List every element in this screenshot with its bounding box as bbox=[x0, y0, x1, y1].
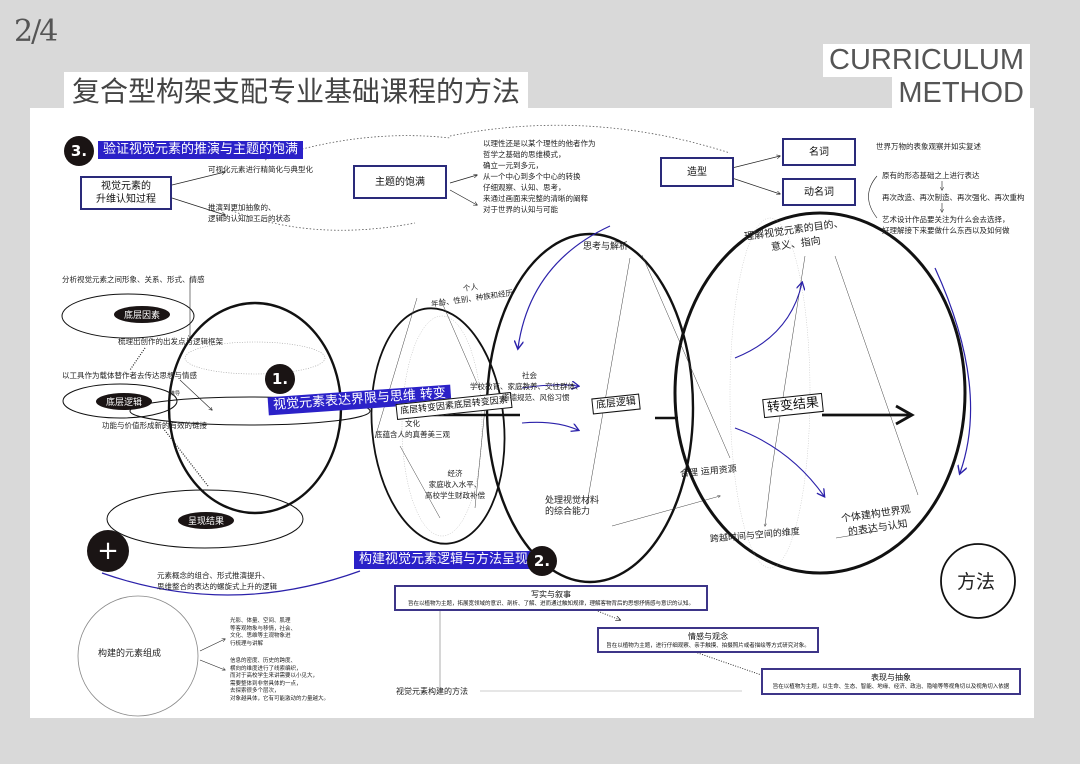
emotion-title: 情感与观念 bbox=[688, 632, 728, 641]
realism-box: 写实与叙事 旨在以植物为主题，拓展宽领域的意识、剖析、了解、进而通过触知规律，理… bbox=[394, 585, 708, 611]
blue-curve-arrow-left bbox=[518, 225, 611, 348]
method-circle bbox=[940, 543, 1016, 619]
shape-box: 造型 bbox=[660, 157, 734, 187]
theme-box: 主题的饱满 bbox=[353, 165, 447, 199]
method-circle-label: 方法 bbox=[957, 571, 996, 593]
tool-text: 以工具作为载体替作者去传达思想与情感 bbox=[62, 371, 197, 380]
section-3-number: 3. bbox=[64, 136, 94, 166]
section-2-label: 构建视觉元素逻辑与方法呈现 bbox=[354, 551, 534, 569]
abstraction-title: 表现与抽象 bbox=[871, 673, 911, 682]
section3-branch1: 可视化元素进行精简化与典型化 bbox=[208, 165, 313, 174]
base-logic-pill: 底层逻辑 bbox=[96, 393, 153, 410]
presentation-pill: 呈现结果 bbox=[178, 512, 235, 529]
method-text: 视觉元素构建的方法 bbox=[396, 687, 468, 696]
branch2-line1: 推演到更加抽象的、 bbox=[208, 203, 276, 212]
verbnoun-step2: 再次改造、再次制造、再次强化、再次重构 bbox=[882, 193, 1025, 202]
base-factor-result: 梳理出创作的出发点与逻辑框架 bbox=[118, 337, 223, 346]
elements-branch1: 光影、体量、空间、肌理等客观物象与移情，社会、文化、思维等主观物象进行梳理与讲解 bbox=[230, 618, 297, 647]
process-box-line2: 升维认知过程 bbox=[96, 194, 156, 205]
abstraction-desc: 旨在以植物为主题，以生命、生态、智能、地缘、经济、政治、隐喻等等视角切以及视角切… bbox=[772, 684, 1010, 690]
noun-box: 名词 bbox=[782, 138, 856, 166]
process-box: 视觉元素的升维认知过程 bbox=[80, 176, 172, 210]
realism-desc: 旨在以植物为主题，拓展宽领域的意识、剖析、了解、进而通过触知规律，理解客物背后的… bbox=[407, 601, 694, 607]
processing-ability: 处理视觉材料的综合能力 bbox=[545, 496, 600, 517]
theme-branch1: 以理性还是以某个理性的他者作为哲学之基础的思维模式，确立一元到多元，从一个中心到… bbox=[483, 139, 596, 181]
english-title: CURRICULUM METHOD bbox=[823, 44, 1030, 110]
sphere-1-equator bbox=[129, 396, 371, 426]
section-1-number: 1. bbox=[265, 364, 295, 394]
diagram-sheet: 3. 验证视觉元素的推演与主题的饱满 视觉元素的升维认知过程 可视化元素进行精简… bbox=[30, 108, 1034, 718]
elements-circle-label: 构建的元素组成 bbox=[98, 649, 162, 659]
branch2-line2: 逻辑的认知加工后的状态 bbox=[208, 214, 291, 223]
verbnoun-step1: 原有的形态基础之上进行表达 bbox=[882, 171, 980, 180]
dotted-arc-bottom bbox=[224, 207, 416, 231]
theme-branch2: 仔细观察、认知、思考，来通过画面来完整的清晰的阐释对于世界的认知与可能 bbox=[483, 183, 588, 214]
english-title-line1: CURRICULUM bbox=[823, 44, 1030, 77]
culture-factor: 文化底蕴含人的真善美三观 bbox=[375, 419, 450, 439]
society-factor: 社会学校教育、家庭教养、交往群体、道德规范、风俗习惯 bbox=[470, 371, 583, 402]
blue-arc-bottom bbox=[101, 570, 361, 596]
emotion-box: 情感与观念 旨在以植物为主题，进行仔细观察、亲手触摸、拍摄照片或者描绘等方式研究… bbox=[597, 627, 819, 653]
economy-factor: 经济家庭收入水平、高校学生财政补偿 bbox=[425, 469, 485, 500]
diagram-lines bbox=[61, 124, 1016, 717]
page-title: 复合型构架支配专业基础课程的方法 bbox=[64, 72, 529, 110]
dotted-arc-top2 bbox=[449, 124, 731, 154]
emotion-desc: 旨在以植物为主题，进行仔细观察、亲手触摸、拍摄照片或者描绘等方式研究对象。 bbox=[606, 643, 810, 649]
sphere-3 bbox=[485, 232, 695, 584]
base-logic-result: 功能与价值形成新的有效的链接 bbox=[102, 421, 207, 430]
presentation-ellipse bbox=[106, 489, 304, 549]
analysis-text: 分析视觉元素之间形象、关系、形式、情感 bbox=[62, 275, 205, 284]
presentation-desc: 元素概念的组合、形式推演提升、思维整合的表达的螺旋式上升的逻辑 bbox=[157, 571, 277, 591]
blue-curve-arrow-right bbox=[934, 267, 972, 473]
page-number: 2/4 bbox=[14, 14, 58, 49]
base-factor-pill: 底层因素 bbox=[114, 306, 171, 323]
plus-icon: + bbox=[87, 530, 129, 572]
process-box-line1: 视觉元素的 bbox=[101, 181, 151, 192]
elements-branch2: 信息的密度、历史的跨度、横向的维度进行了线索编织，而对于高校学生来讲需要以小见大… bbox=[230, 658, 330, 702]
section-3-label: 验证视觉元素的推演与主题的饱满 bbox=[98, 141, 304, 159]
section-2-number: 2. bbox=[527, 546, 557, 576]
noun-desc: 世界万物的表象观察并如实复述 bbox=[876, 142, 981, 151]
abstraction-box: 表现与抽象 旨在以植物为主题，以生命、生态、智能、地缘、经济、政治、隐喻等等视角… bbox=[761, 668, 1021, 695]
base-logic-ellipse bbox=[62, 383, 178, 419]
realism-title: 写实与叙事 bbox=[531, 590, 571, 599]
sphere-2 bbox=[370, 307, 506, 545]
sphere-4 bbox=[673, 211, 967, 575]
verbnoun-box: 动名词 bbox=[782, 178, 856, 206]
base-logic-note: 推导 bbox=[170, 391, 181, 397]
thinking-analysis: 思考与解析 bbox=[583, 242, 629, 252]
base-factor-ellipse bbox=[61, 293, 195, 339]
section3-branch2: 推演到更加抽象的、逻辑的认知加工后的状态 bbox=[208, 202, 291, 224]
elements-circle bbox=[77, 595, 199, 717]
verbnoun-step3: 艺术设计作品要关注为什么会去选择，好理解接下来要做什么东西以及如何做 bbox=[882, 215, 1010, 235]
english-title-line2: METHOD bbox=[892, 77, 1030, 110]
